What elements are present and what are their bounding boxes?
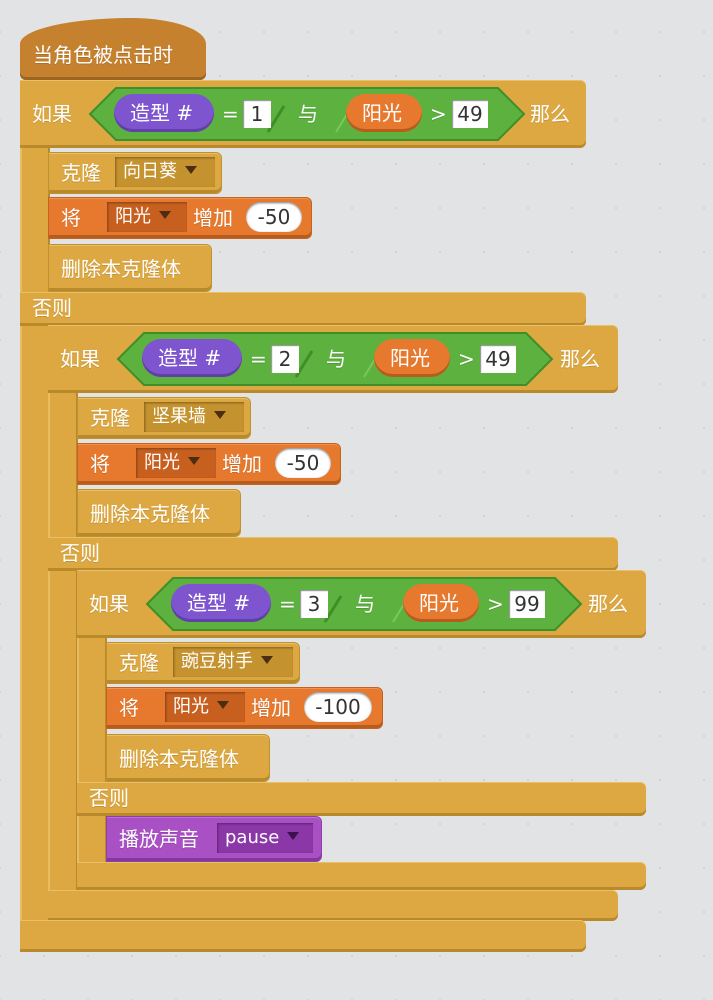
- sunlight-variable-reporter[interactable]: 阳光: [403, 584, 479, 622]
- if1-else-bar: 否则: [20, 292, 586, 326]
- play-sound-block[interactable]: 播放声音 pause: [106, 816, 322, 862]
- sound-name-value: pause: [225, 827, 280, 848]
- delete-clone-label: 删除本克隆体: [90, 502, 210, 526]
- greater-than-op: >: [458, 347, 475, 371]
- equals-value-input[interactable]: 2: [271, 345, 299, 373]
- play-sound-label: 播放声音: [119, 827, 199, 851]
- dropdown-arrow-icon: [188, 457, 200, 465]
- costume-number-reporter[interactable]: 造型 #: [142, 339, 242, 377]
- change-amount-input[interactable]: -100: [304, 692, 372, 722]
- greater-than-op: >: [487, 592, 504, 616]
- hat-label: 当角色被点击时: [33, 43, 173, 67]
- change-by-label: 增加: [193, 206, 233, 230]
- if1-c-side: [20, 80, 50, 952]
- delete-this-clone-block[interactable]: 删除本克隆体: [106, 734, 270, 782]
- costume-number-reporter[interactable]: 造型 #: [171, 584, 271, 622]
- if2-c-side: [48, 325, 78, 921]
- clone-target-dropdown[interactable]: 坚果墙: [144, 402, 244, 432]
- greater-than-value-input[interactable]: 49: [452, 100, 488, 128]
- change-by-label: 增加: [222, 452, 262, 476]
- if3-and-condition[interactable]: 造型 # = 3 与 阳光 > 99: [145, 576, 583, 632]
- variable-value: 阳光: [115, 206, 151, 227]
- delete-clone-label: 删除本克隆体: [119, 747, 239, 771]
- clone-target-dropdown[interactable]: 豌豆射手: [173, 647, 293, 677]
- change-amount-input[interactable]: -50: [246, 202, 302, 232]
- if3-end-cap: [77, 862, 646, 890]
- variable-dropdown[interactable]: 阳光: [107, 202, 187, 232]
- if1-and-condition[interactable]: 造型 # = 1 与 阳光 > 49: [88, 86, 526, 142]
- create-clone-block[interactable]: 克隆 向日葵: [48, 152, 222, 194]
- if1-if-label: 如果: [32, 102, 72, 126]
- equals-op: =: [250, 347, 267, 371]
- if3-then-label: 那么: [588, 592, 628, 616]
- dropdown-arrow-icon: [214, 411, 226, 419]
- and-label: 与: [355, 592, 375, 616]
- delete-clone-label: 删除本克隆体: [61, 257, 181, 281]
- change-variable-block[interactable]: 将 阳光 增加 -50: [77, 443, 341, 485]
- change-variable-block[interactable]: 将 阳光 增加 -50: [48, 197, 312, 239]
- change-amount-input[interactable]: -50: [275, 448, 331, 478]
- if2-then-label: 那么: [560, 347, 600, 371]
- sound-dropdown[interactable]: pause: [217, 823, 313, 853]
- greater-than-value-input[interactable]: 49: [480, 345, 516, 373]
- variable-value: 阳光: [173, 696, 209, 717]
- clone-target-value: 向日葵: [123, 161, 177, 182]
- delete-this-clone-block[interactable]: 删除本克隆体: [77, 489, 241, 537]
- dropdown-arrow-icon: [261, 656, 273, 664]
- if3-else-bar: 否则: [77, 782, 646, 816]
- create-clone-block[interactable]: 克隆 坚果墙: [77, 397, 251, 439]
- clone-label: 克隆: [119, 651, 159, 675]
- clone-label: 克隆: [90, 406, 130, 430]
- if1-then-label: 那么: [530, 102, 570, 126]
- if2-if-label: 如果: [60, 347, 100, 371]
- costume-number-reporter[interactable]: 造型 #: [114, 94, 214, 132]
- clone-target-value: 豌豆射手: [181, 651, 253, 672]
- equals-value-input[interactable]: 1: [243, 100, 271, 128]
- variable-dropdown[interactable]: 阳光: [136, 448, 216, 478]
- dropdown-arrow-icon: [159, 211, 171, 219]
- when-sprite-clicked-hat-block[interactable]: 当角色被点击时: [20, 18, 206, 80]
- if2-and-condition[interactable]: 造型 # = 2 与 阳光 > 49: [116, 331, 554, 387]
- and-label: 与: [326, 347, 346, 371]
- if2-end-cap: [48, 890, 618, 921]
- equals-op: =: [279, 592, 296, 616]
- change-label: 将: [119, 696, 139, 720]
- greater-than-value-input[interactable]: 99: [509, 590, 545, 618]
- change-label: 将: [61, 206, 81, 230]
- if3-if-label: 如果: [89, 592, 129, 616]
- sunlight-variable-reporter[interactable]: 阳光: [374, 339, 450, 377]
- clone-target-dropdown[interactable]: 向日葵: [115, 157, 215, 187]
- equals-value-input[interactable]: 3: [300, 590, 328, 618]
- sunlight-variable-reporter[interactable]: 阳光: [346, 94, 422, 132]
- if2-else-bar: 否则: [48, 537, 618, 571]
- dropdown-arrow-icon: [217, 701, 229, 709]
- variable-dropdown[interactable]: 阳光: [165, 692, 245, 722]
- change-label: 将: [90, 452, 110, 476]
- if3-else-label: 否则: [89, 786, 129, 810]
- delete-this-clone-block[interactable]: 删除本克隆体: [48, 244, 212, 292]
- equals-op: =: [222, 102, 239, 126]
- if2-else-label: 否则: [60, 541, 100, 565]
- create-clone-block[interactable]: 克隆 豌豆射手: [106, 642, 300, 684]
- clone-label: 克隆: [61, 161, 101, 185]
- and-label: 与: [298, 102, 318, 126]
- clone-target-value: 坚果墙: [152, 406, 206, 427]
- greater-than-op: >: [430, 102, 447, 126]
- if1-else-label: 否则: [32, 296, 72, 320]
- change-by-label: 增加: [251, 696, 291, 720]
- change-variable-block[interactable]: 将 阳光 增加 -100: [106, 687, 383, 729]
- dropdown-arrow-icon: [287, 832, 300, 840]
- variable-value: 阳光: [144, 452, 180, 473]
- dropdown-arrow-icon: [185, 166, 197, 174]
- if1-end-cap: [20, 920, 586, 952]
